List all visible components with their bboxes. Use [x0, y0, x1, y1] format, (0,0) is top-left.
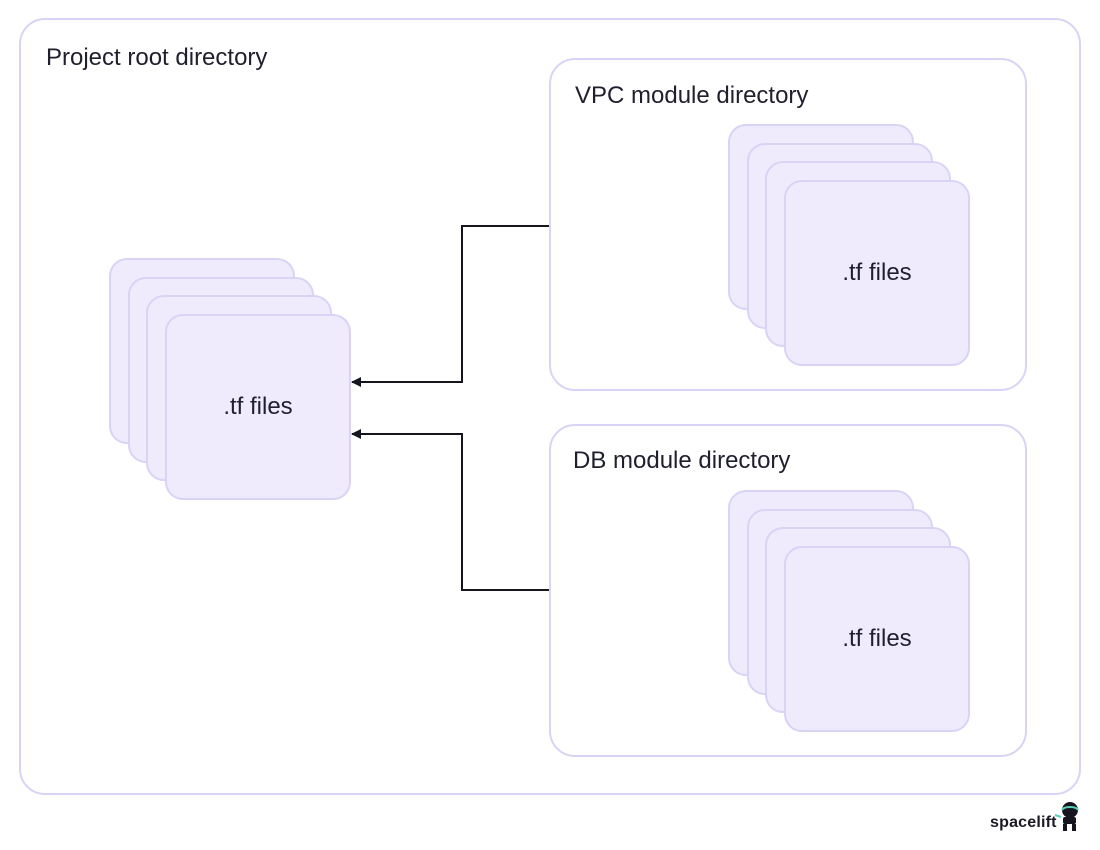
db-tf-files-stack: .tf files — [728, 490, 970, 732]
file-card: .tf files — [784, 180, 970, 366]
vpc-tf-files-stack: .tf files — [728, 124, 970, 366]
file-card: .tf files — [784, 546, 970, 732]
astronaut-icon — [1054, 802, 1079, 831]
brand-name: spacelift — [990, 814, 1057, 831]
vpc-module-label: VPC module directory — [575, 82, 809, 109]
root-tf-files-stack: .tf files — [109, 258, 351, 500]
vpc-tf-files-label: .tf files — [842, 259, 912, 286]
project-root-label: Project root directory — [46, 44, 268, 71]
file-card: .tf files — [165, 314, 351, 500]
db-tf-files-label: .tf files — [842, 625, 912, 652]
spacelift-brand: spacelift — [990, 802, 1083, 832]
root-tf-files-label: .tf files — [223, 393, 293, 420]
db-module-label: DB module directory — [573, 447, 791, 474]
